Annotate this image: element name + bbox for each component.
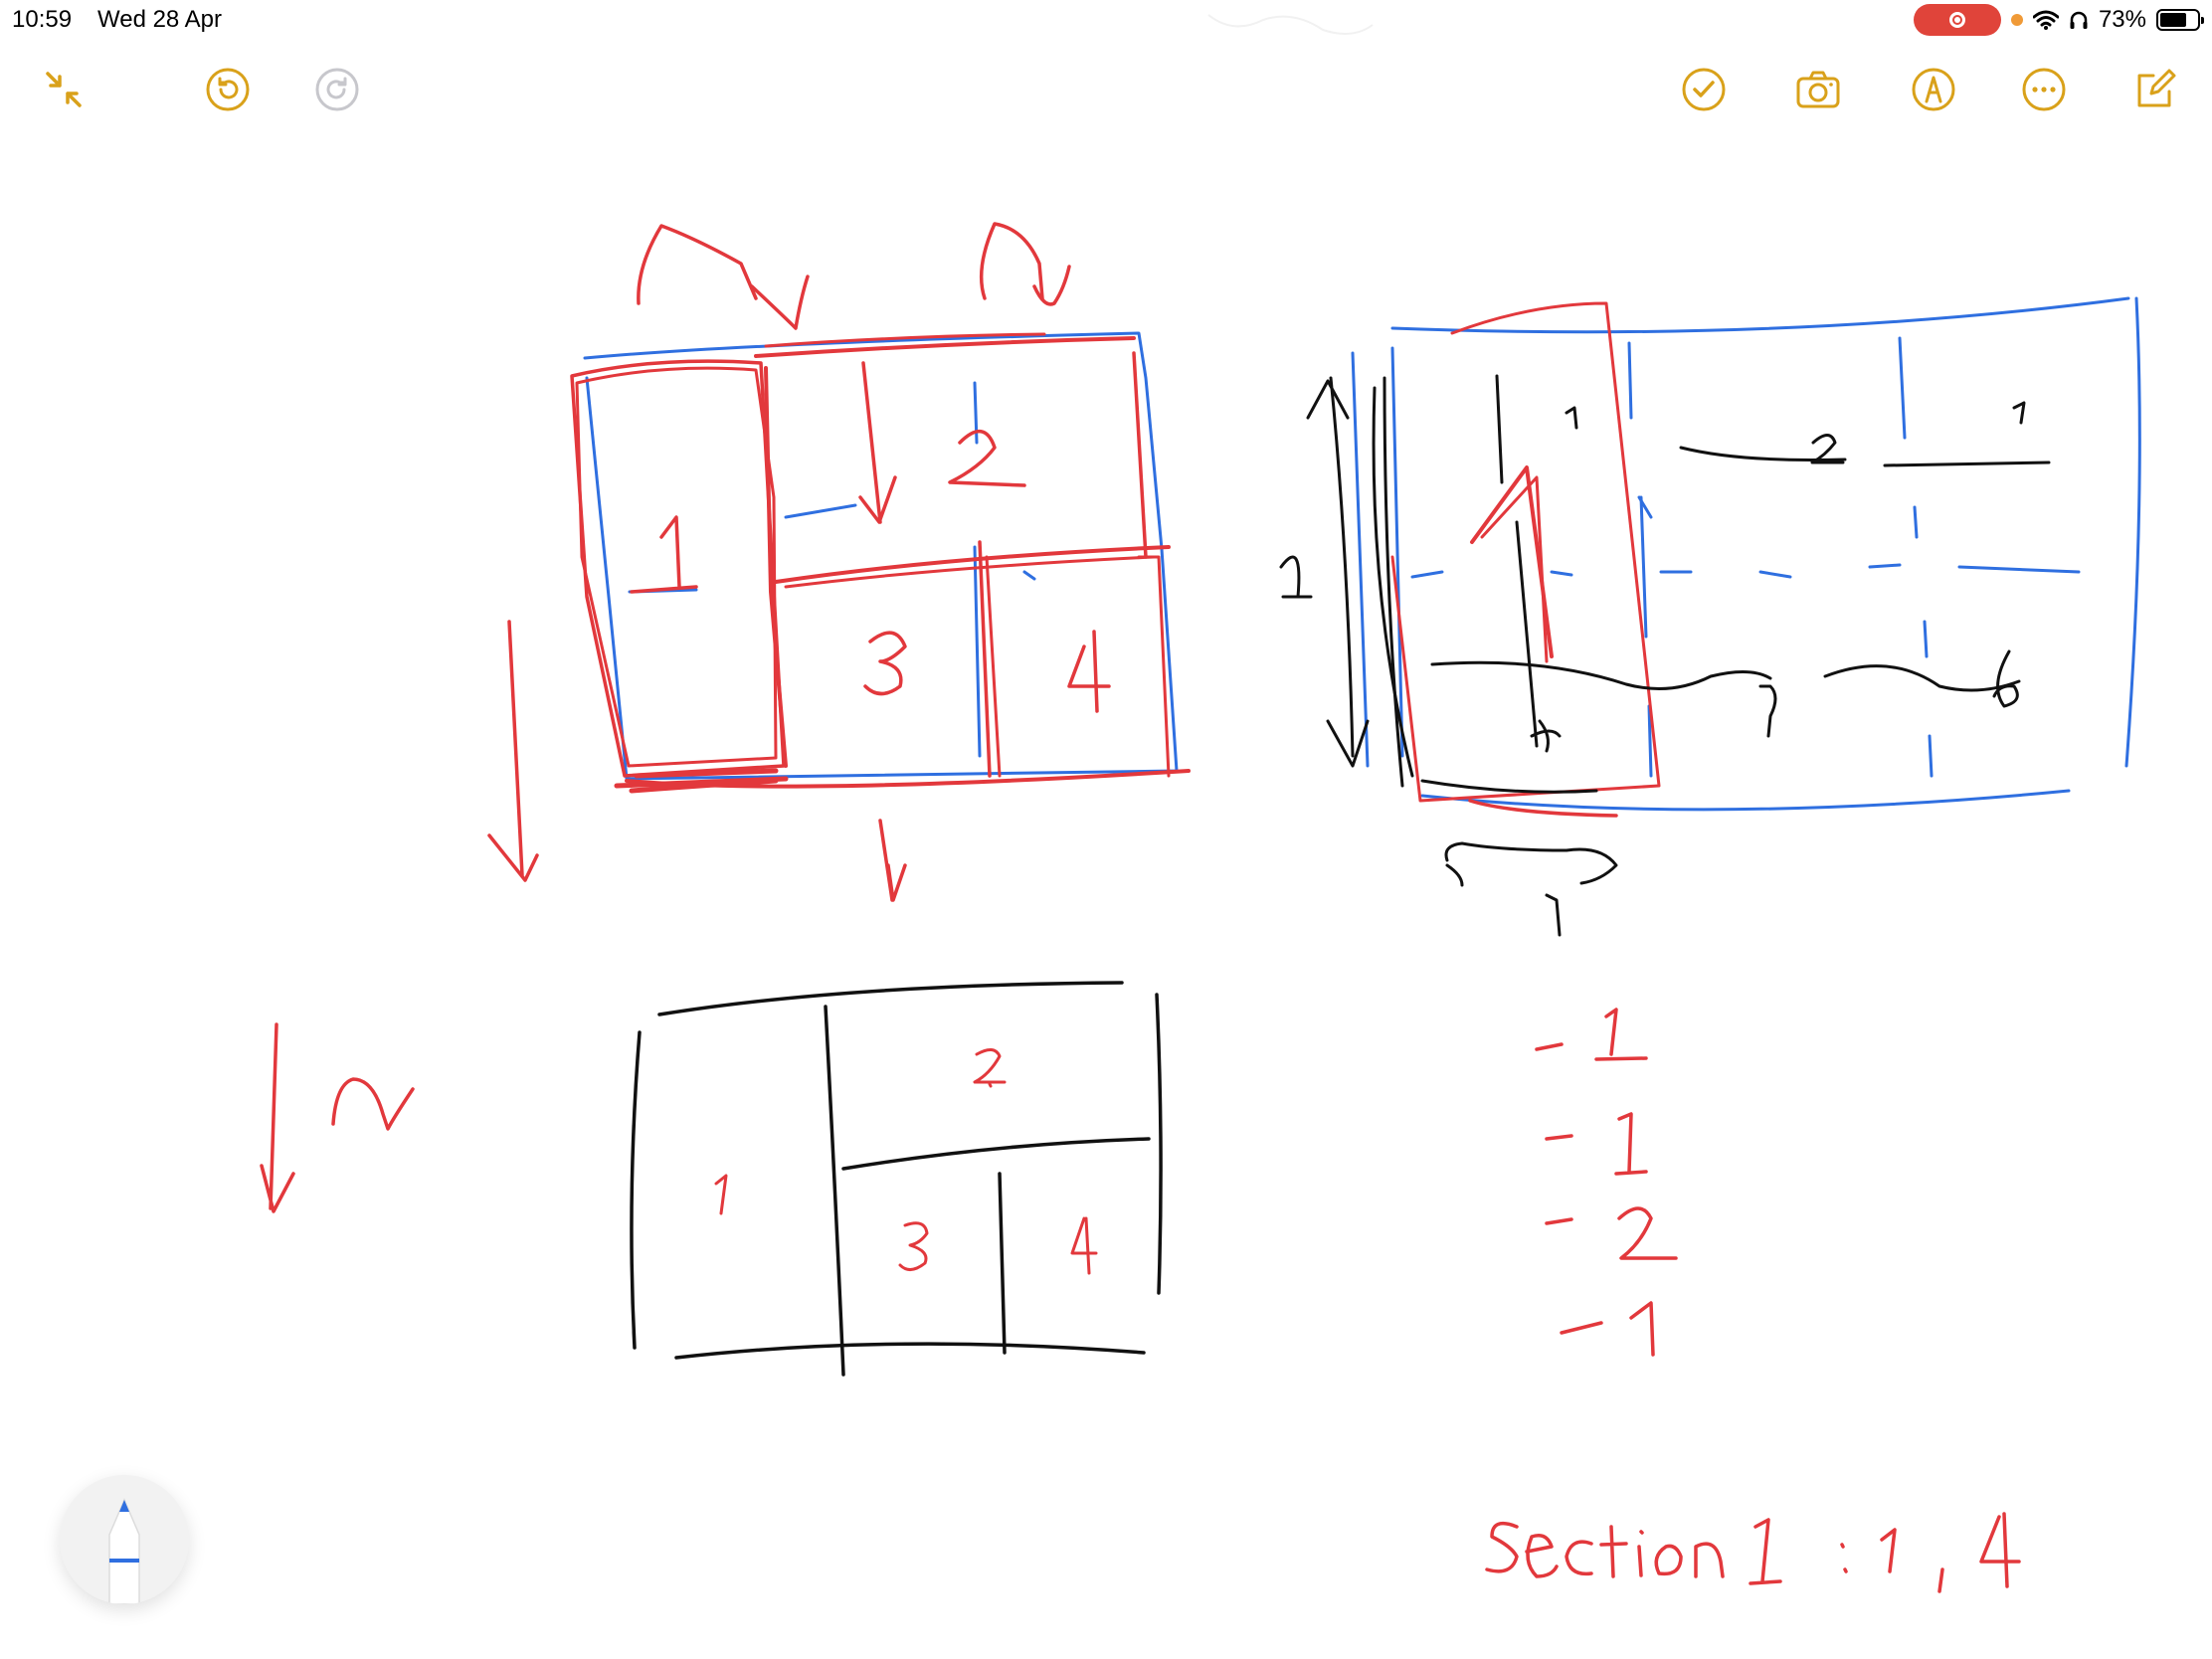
markup-button[interactable] bbox=[1906, 62, 1961, 117]
undo-button[interactable] bbox=[200, 62, 256, 117]
battery-icon bbox=[2156, 9, 2204, 31]
redo-icon bbox=[315, 68, 359, 111]
headphones-icon bbox=[2070, 11, 2088, 29]
status-time: 10:59 bbox=[12, 6, 73, 33]
battery-percent: 73% bbox=[2098, 6, 2146, 33]
sketch-grid-top bbox=[487, 222, 1191, 902]
undo-icon bbox=[206, 68, 250, 111]
more-icon bbox=[2022, 68, 2066, 111]
checkmark-icon bbox=[1682, 68, 1726, 111]
sketch-grid-right bbox=[1279, 296, 2141, 937]
redo-button[interactable] bbox=[309, 62, 365, 117]
shrink-icon bbox=[46, 72, 82, 107]
pencil-tool-button[interactable] bbox=[60, 1475, 189, 1604]
pencil-icon bbox=[108, 1498, 140, 1604]
compose-button[interactable] bbox=[2127, 62, 2183, 117]
status-right-group: 73% bbox=[1913, 4, 2204, 36]
battery-fill bbox=[2160, 13, 2187, 27]
sketch-note bbox=[1485, 1512, 2021, 1593]
status-date: Wed 28 Apr bbox=[97, 6, 222, 33]
faint-watermark-scribble bbox=[1207, 14, 1374, 35]
more-button[interactable] bbox=[2016, 62, 2072, 117]
sketch-list bbox=[1535, 1008, 1678, 1357]
status-bar: 10:59 Wed 28 Apr 73% bbox=[0, 0, 2212, 40]
sketch-grid-bottom-labels bbox=[714, 1048, 1098, 1275]
done-button[interactable] bbox=[1676, 62, 1732, 117]
camera-button[interactable] bbox=[1790, 62, 1846, 117]
wifi-icon bbox=[2032, 10, 2059, 30]
compose-icon bbox=[2137, 69, 2176, 107]
camera-icon bbox=[1796, 71, 1840, 108]
sketch-grid-bottom bbox=[630, 981, 1163, 1377]
record-icon bbox=[1948, 12, 1965, 28]
sketch-arrows-left bbox=[260, 1022, 415, 1213]
markup-icon bbox=[1912, 68, 1955, 111]
screen-recording-indicator[interactable] bbox=[1913, 4, 2001, 36]
shrink-button[interactable] bbox=[36, 62, 92, 117]
mic-in-use-dot bbox=[2010, 14, 2023, 26]
